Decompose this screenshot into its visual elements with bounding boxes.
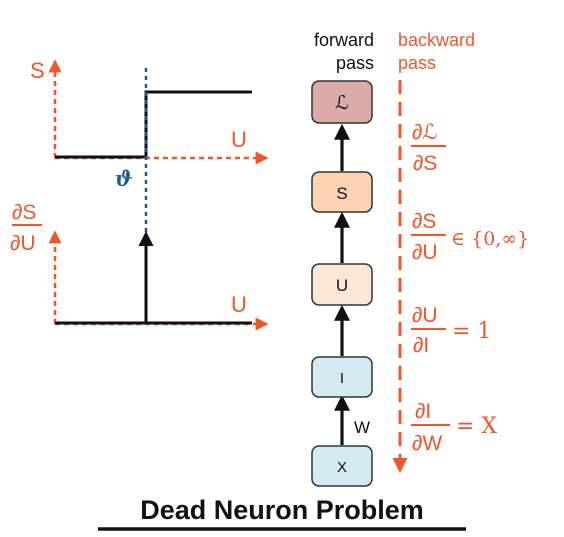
gradient-du-di: ∂U ∂I = 1 [411,304,491,357]
backward-pass-label-line1: backward [398,30,475,50]
s-axis-label: S [30,58,45,83]
dsdu-label-denominator: ∂U [10,232,36,255]
node-s-label: S [336,184,347,203]
gradient-ds-du-numerator: ∂S [412,210,436,233]
gradient-du-di-denominator: ∂I [413,334,429,357]
node-u: U [311,263,373,306]
gradient-du-di-value: = 1 [452,319,491,344]
node-i: I [311,356,373,398]
page-title: Dead Neuron Problem [140,495,424,525]
u-axis-label-top: U [231,127,247,152]
node-u-label: U [336,276,348,295]
gradient-ds-du-denominator: ∂U [412,241,438,264]
derivative-plot: ∂S ∂U U [10,201,269,331]
gradient-dl-ds-numerator: ∂ℒ [412,121,438,144]
gradient-di-dw-denominator: ∂W [412,432,442,455]
node-loss: ℒ [311,80,373,124]
gradient-ds-du-value: ∈ {0,∞} [451,228,529,250]
forward-pass-label-line1: forward [314,30,374,50]
step-curve [55,90,252,159]
node-loss-label: ℒ [335,92,349,114]
gradient-di-dw: ∂I ∂W = X [411,400,497,455]
gradient-di-dw-numerator: ∂I [415,400,431,423]
step-function-plot: S U ϑ [30,58,269,322]
dsdu-label-numerator: ∂S [12,201,36,224]
node-i-label: I [340,370,344,387]
backward-pass: backward pass ∂ℒ ∂S ∂S ∂U ∈ {0,∞} ∂U ∂I … [392,30,529,473]
node-x: X [311,445,373,487]
node-x-label: X [337,459,347,476]
forward-pass: forward pass W ℒ S U I X [311,30,374,487]
gradient-dl-ds-denominator: ∂S [413,152,437,175]
weight-label: W [354,418,370,437]
u-axis-label-bottom: U [231,292,247,317]
gradient-ds-du: ∂S ∂U ∈ {0,∞} [411,210,529,264]
gradient-di-dw-value: = X [456,414,497,439]
gradient-dl-ds: ∂ℒ ∂S [411,121,446,175]
gradient-du-di-numerator: ∂U [412,304,438,327]
threshold-label: ϑ [115,166,133,191]
forward-pass-label-line2: pass [336,53,374,73]
node-s: S [311,171,373,213]
title-block: Dead Neuron Problem [98,495,466,531]
backward-pass-label-line2: pass [398,53,436,73]
